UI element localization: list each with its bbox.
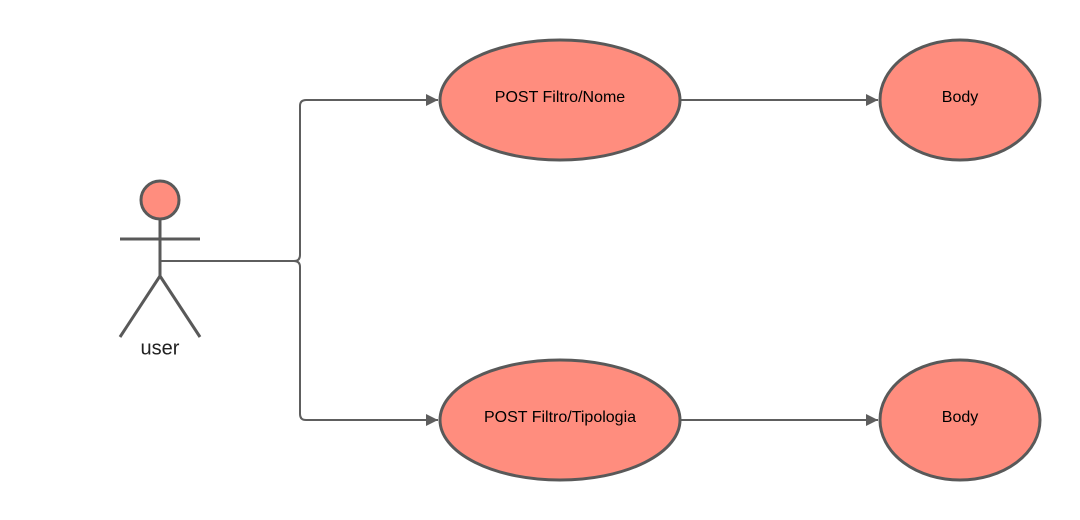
use-case-body-top[interactable]: Body	[878, 38, 1042, 162]
use-case-label: Body	[942, 409, 978, 426]
use-case-label: Body	[942, 89, 978, 106]
use-case-post-filtro-tipologia[interactable]: POST Filtro/Tipologia	[438, 358, 682, 482]
actor-label: user	[141, 337, 180, 359]
use-case-post-filtro-nome[interactable]: POST Filtro/Nome	[438, 38, 682, 162]
use-case-label: POST Filtro/Tipologia	[484, 409, 636, 426]
connectors	[160, 94, 878, 426]
edge-user-to-post-filtro-nome	[160, 94, 438, 262]
use-case-label: POST Filtro/Nome	[495, 89, 626, 106]
stick-figure-icon	[118, 179, 202, 338]
edge-user-to-post-filtro-tipologia	[293, 260, 438, 426]
actor-user[interactable]: user	[118, 179, 202, 359]
use-case-body-bottom[interactable]: Body	[878, 358, 1042, 482]
